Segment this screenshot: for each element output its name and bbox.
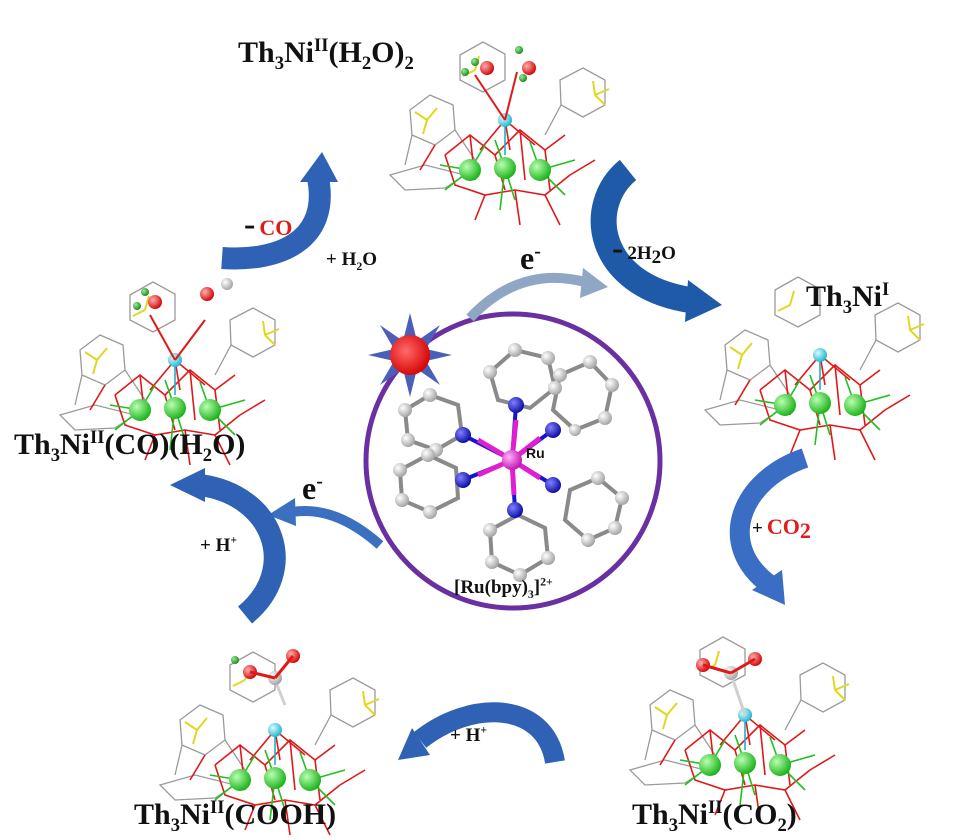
ru-atom-label: Ru xyxy=(526,445,545,461)
catalyst-label: [Ru(bpy)3]2+ xyxy=(454,575,553,601)
sun-icon xyxy=(368,313,452,397)
plus-h-left-arrow xyxy=(170,468,286,624)
plus-h-bottom-label: + H+ xyxy=(450,723,488,746)
minus-co-arrow xyxy=(221,152,338,270)
electron-left-arrow xyxy=(268,498,384,549)
minus-2h2o-arrow xyxy=(590,159,722,322)
minus-co-label: - CO xyxy=(244,206,293,243)
cluster-h2o2-structure xyxy=(389,41,610,226)
electron-top-arrow xyxy=(466,268,608,322)
ru-bpy3-molecule xyxy=(393,343,629,582)
species-label-h2o2: Th3NiII(H2O)2 xyxy=(238,35,414,74)
plus-co2-label: + CO2 xyxy=(752,514,811,544)
cluster-coh2o-structure xyxy=(59,278,280,466)
cluster-co2-structure xyxy=(629,636,850,821)
species-label-coh2o: Th3NiII(CO)(H2O) xyxy=(14,427,246,466)
species-label-nii: Th3NiI xyxy=(806,279,890,318)
plus-h-left-label: + H+ xyxy=(200,533,238,556)
electron-top-label: e- xyxy=(520,240,541,276)
cluster-cooh-structure xyxy=(159,649,380,836)
plus-co2-arrow xyxy=(729,448,809,605)
plus-h2o-label: + H2O xyxy=(326,249,378,273)
species-label-cooh: Th3NiII(COOH) xyxy=(134,797,337,836)
electron-left-label: e- xyxy=(302,470,323,506)
plus-h-bottom-arrow xyxy=(398,702,565,765)
species-label-co2: Th3NiII(CO2) xyxy=(632,797,797,836)
minus-2h2o-label: - 2H2O xyxy=(612,230,676,269)
